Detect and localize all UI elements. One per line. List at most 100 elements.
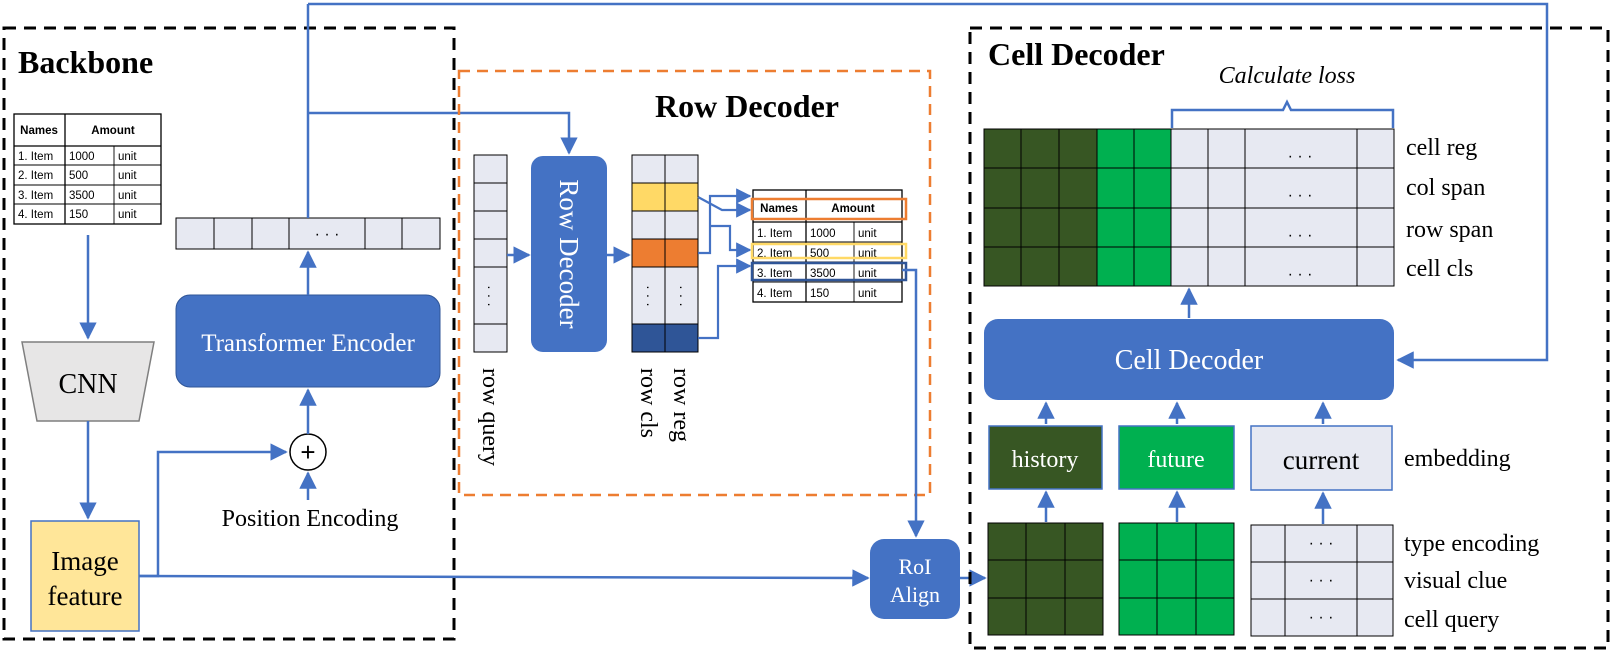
row-query-label: row query [477, 368, 503, 466]
output-table-cell: 150 [810, 288, 829, 300]
arrow-orange-row [698, 188, 752, 255]
input-table-header-amount: Amount [91, 125, 135, 137]
roi-align-label-line2: Align [890, 582, 940, 607]
input-table: Names Amount 1. Item 1000 unit 2. Item 5… [13, 113, 162, 225]
input-table-cell: 1. Item [18, 151, 53, 163]
current-grid-ellipsis: · · · [1309, 535, 1334, 552]
token-ellipsis: · · · [315, 226, 340, 243]
current-grid-ellipsis: · · · [1309, 572, 1334, 589]
calculate-loss-label: Calculate loss [1219, 63, 1356, 89]
history-grid [987, 522, 1104, 636]
current-grid: · · · · · · · · · [1250, 524, 1394, 637]
row-reg-vdots: · · · [674, 285, 690, 307]
input-table-cell: unit [118, 209, 137, 221]
row-cls-vdots: · · · [641, 285, 657, 307]
cnn-block [21, 341, 155, 422]
history-label: history [1012, 447, 1079, 473]
highlight-header-row [750, 197, 908, 221]
row-decoder-block-label: Row Decoder [554, 179, 584, 328]
cell-decoder-section: Cell Decoder Calculate loss [968, 26, 1610, 650]
input-label-visual-clue: visual clue [1404, 568, 1507, 594]
cell-decoder-title: Cell Decoder [988, 36, 1165, 72]
output-table-cell: 3500 [810, 268, 836, 280]
output-table-cell: unit [858, 228, 877, 240]
loss-brace [1170, 99, 1395, 128]
backbone-section: Backbone Names Amount 1. Item 1000 unit … [2, 2, 1549, 641]
input-table-cell: unit [118, 190, 137, 202]
roi-align-block [870, 539, 960, 619]
arrow-yellow-row-2 [710, 224, 752, 258]
arrow-table-to-roi [902, 268, 925, 538]
image-feature-label-line2: feature [48, 581, 123, 611]
arrow-tokens-to-cell-decoder [308, 2, 1549, 369]
backbone-title: Backbone [18, 44, 153, 80]
highlight-row-2 [750, 242, 908, 260]
current-grid-ellipsis: · · · [1309, 609, 1334, 626]
row-cls-label: row cls [635, 368, 661, 438]
token-sequence: · · · [175, 217, 441, 250]
input-table-cell: unit [118, 170, 137, 182]
output-grid-ellipsis: · · · [1288, 266, 1313, 283]
image-feature-block [30, 520, 140, 632]
output-grid-ellipsis: · · · [1288, 227, 1313, 244]
input-table-header-names: Names [20, 125, 58, 137]
input-table-cell: unit [118, 151, 137, 163]
arrow-feature-to-roi [138, 569, 870, 587]
row-decoder-frame [457, 69, 932, 497]
cnn-label: CNN [58, 369, 117, 400]
cell-output-grid: · · · · · · · · · · · · [983, 128, 1395, 287]
transformer-encoder-label: Transformer Encoder [201, 330, 415, 357]
input-table-cell: 2. Item [18, 170, 53, 182]
row-query-vdots: · · · [482, 285, 498, 307]
output-table-cell: 3. Item [757, 268, 792, 280]
arrow-navy-row [698, 258, 752, 340]
highlight-row-3 [750, 261, 908, 282]
output-table-cell: 4. Item [757, 288, 792, 300]
output-table-cell: 1. Item [757, 228, 792, 240]
output-label-col-span: col span [1406, 175, 1485, 201]
current-embedding [1250, 425, 1393, 491]
output-table-cell: unit [858, 288, 877, 300]
position-encoding-label: Position Encoding [222, 506, 399, 532]
output-table-header-amount: Amount [831, 203, 875, 215]
future-embedding [1118, 425, 1235, 490]
cell-decoder-frame [968, 26, 1610, 650]
row-output-columns: · · · · · · [631, 154, 699, 353]
row-decoder-title: Row Decoder [655, 88, 839, 124]
output-table-cell: unit [858, 268, 877, 280]
input-table-cell: 150 [69, 209, 88, 221]
output-grid-ellipsis: · · · [1288, 148, 1313, 165]
cell-decoder-block-label: Cell Decoder [1115, 345, 1264, 376]
row-query-column: · · · [473, 154, 508, 353]
input-table-cell: 1000 [69, 151, 95, 163]
backbone-frame [2, 26, 456, 641]
input-label-type-encoding: type encoding [1404, 531, 1539, 557]
output-label-cell-reg: cell reg [1406, 135, 1477, 161]
input-table-cell: 3. Item [18, 190, 53, 202]
embedding-label: embedding [1404, 446, 1511, 472]
plus-symbol: + [300, 437, 315, 467]
output-table-header-names: Names [760, 203, 798, 215]
roi-align-label-line1: RoI [899, 554, 932, 579]
output-label-cell-cls: cell cls [1406, 256, 1473, 282]
input-table-cell: 3500 [69, 190, 95, 202]
future-grid [1118, 522, 1235, 636]
future-label: future [1147, 447, 1204, 473]
input-table-cell: 4. Item [18, 209, 53, 221]
image-feature-label-line1: Image [51, 546, 118, 576]
input-label-cell-query: cell query [1404, 607, 1499, 633]
output-table: Names Amount 1. Item 1000 unit 2. Item 5… [750, 189, 908, 303]
arrow-tokens-to-row-decoder [308, 111, 578, 155]
current-label: current [1283, 445, 1360, 475]
output-label-row-span: row span [1406, 217, 1493, 243]
row-decoder-block [531, 156, 607, 352]
input-table-cell: 500 [69, 170, 88, 182]
output-table-cell: 1000 [810, 228, 836, 240]
output-grid-ellipsis: · · · [1288, 187, 1313, 204]
cell-decoder-block [984, 319, 1394, 400]
arrow-yellow-row [697, 196, 752, 218]
row-reg-label: row reg [668, 368, 694, 442]
row-decoder-section: Row Decoder · · · row query Row Decoder [457, 69, 932, 538]
